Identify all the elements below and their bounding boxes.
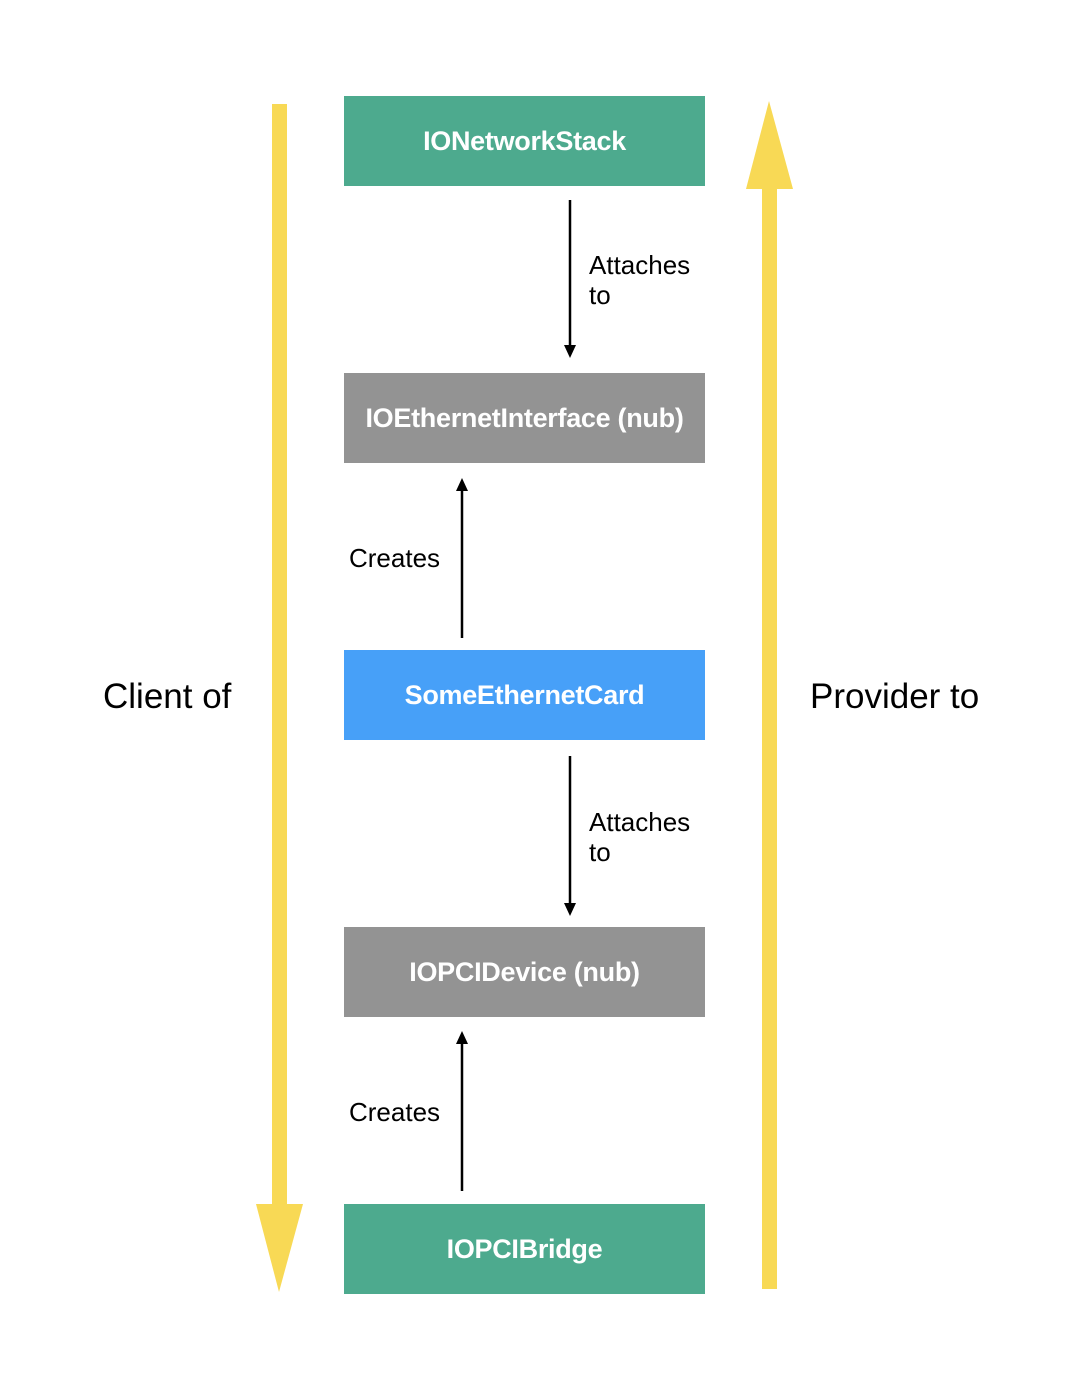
creates-arrow-upper	[456, 478, 468, 638]
edge-label-creates-upper: Creates	[349, 543, 441, 573]
edge-label-attaches-upper: Attaches to	[589, 250, 690, 310]
node-iopcibridge: IOPCIBridge	[344, 1204, 705, 1294]
creates-arrow-lower	[456, 1031, 468, 1191]
node-someethernetcard: SomeEthernetCard	[344, 650, 705, 740]
node-ionetworkstack: IONetworkStack	[344, 96, 705, 186]
provider-to-label: Provider to	[810, 677, 980, 716]
edge-label-line2: to	[589, 837, 611, 867]
attaches-to-arrow-upper	[564, 200, 576, 358]
edge-label-creates-lower: Creates	[349, 1097, 441, 1127]
node-ioethernetinterface: IOEthernetInterface (nub)	[344, 373, 705, 463]
edge-label-line2: to	[589, 280, 611, 310]
edge-label-line1: Attaches	[589, 250, 691, 280]
node-iopcidevice: IOPCIDevice (nub)	[344, 927, 705, 1017]
client-of-label: Client of	[103, 677, 232, 716]
edge-label-attaches-lower: Attaches to	[589, 807, 690, 867]
client-of-arrow	[256, 104, 303, 1292]
attaches-to-arrow-lower	[564, 756, 576, 916]
edge-label-line1: Attaches	[589, 807, 691, 837]
provider-to-arrow	[746, 101, 793, 1289]
